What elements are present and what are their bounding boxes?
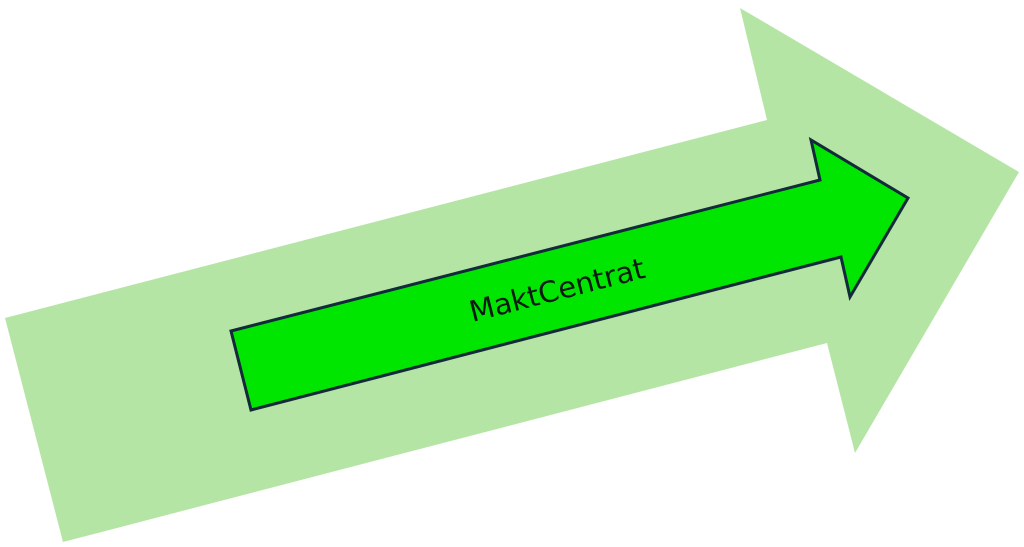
inner-arrow	[229, 136, 911, 412]
